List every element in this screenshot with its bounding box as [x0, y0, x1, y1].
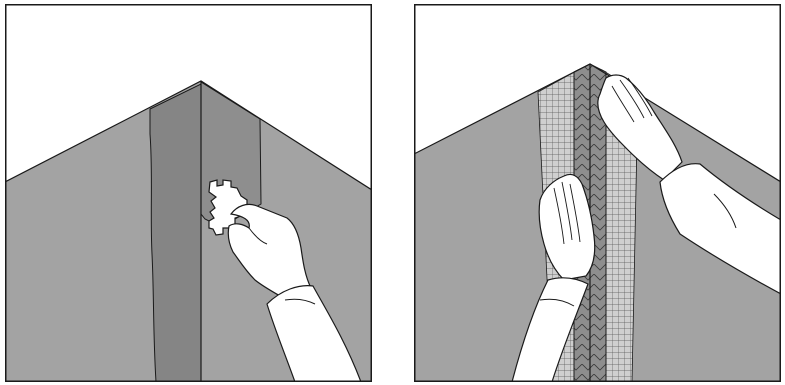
- compound-illustration: [5, 4, 372, 382]
- illustration-panel-compound: [5, 4, 372, 382]
- mesh-illustration: [414, 4, 781, 382]
- compound-band-left: [150, 84, 201, 382]
- illustration-panel-mesh: [414, 4, 781, 382]
